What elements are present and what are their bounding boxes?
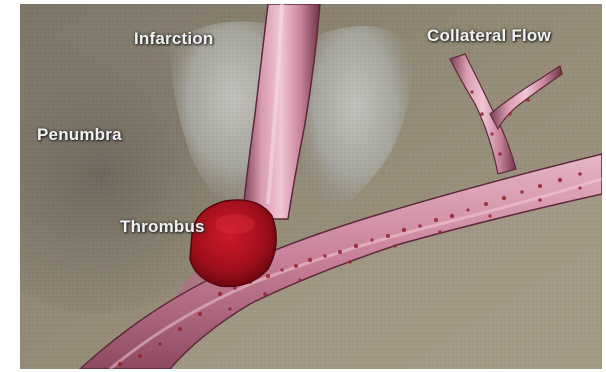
illustration-frame: Infarction Penumbra Collateral Flow Thro… [20, 4, 602, 369]
penumbra-label: Penumbra [37, 125, 122, 145]
thrombus-label: Thrombus [120, 217, 205, 237]
collateral-flow-label: Collateral Flow [427, 26, 551, 46]
infarction-label: Infarction [134, 29, 213, 49]
vessel-illustration [20, 4, 602, 369]
